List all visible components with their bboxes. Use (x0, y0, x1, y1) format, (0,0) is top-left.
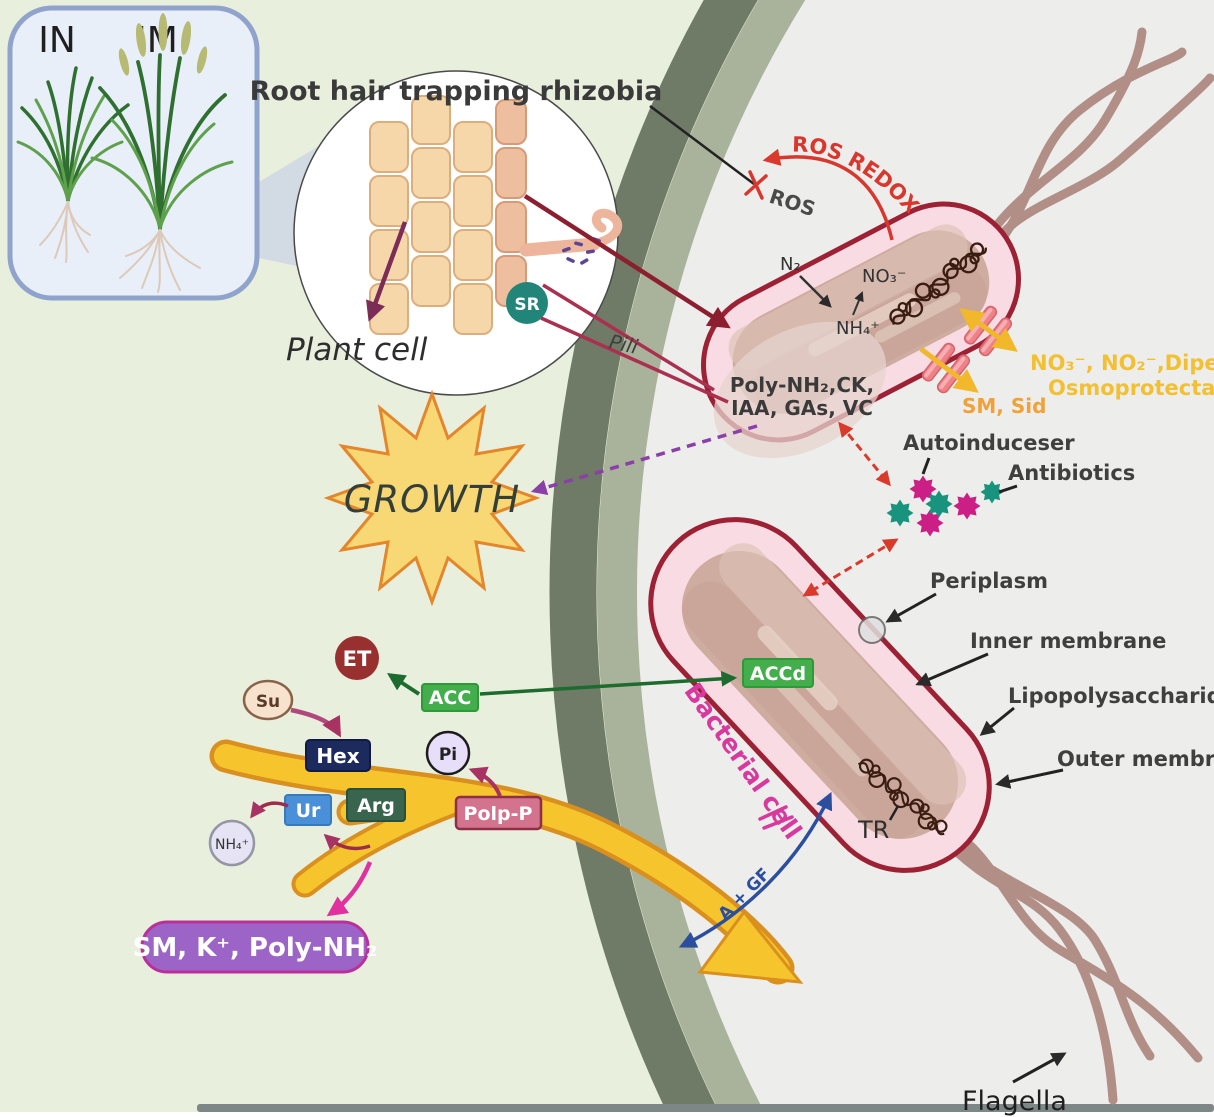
bacterium1-contents-line2: IAA, GAs, VC (731, 396, 873, 420)
growth-signal-dashed-arrow (530, 424, 758, 496)
bacterium1-contents-line1: Poly-NH₂,CK, (730, 373, 874, 397)
sr-label: SR (514, 295, 539, 315)
su-to-hex-arrow (290, 707, 341, 738)
transport-arrow-bidirectional (959, 308, 1018, 352)
outer-membrane-label: Outer membrane (1057, 747, 1214, 771)
a-gf-arrow (678, 791, 833, 948)
et-badge (335, 636, 379, 680)
acc-to-accd-arrow (479, 670, 738, 696)
su-label: Su (256, 692, 280, 712)
tr-tick (888, 805, 900, 821)
acc-to-et-arrow (386, 673, 421, 696)
flagella-arrow (1012, 1052, 1067, 1084)
inner-membrane-label: Inner membrane (970, 629, 1166, 653)
pili-line-1 (542, 283, 715, 392)
periplasm-arrow (885, 592, 937, 623)
nh4-badge (208, 819, 256, 867)
bottom-bar (197, 1104, 1214, 1112)
root-hair-stalk (519, 237, 601, 257)
periplasm-label: Periplasm (930, 569, 1048, 593)
hex-box (305, 739, 371, 772)
acc-label: ACC (429, 687, 472, 709)
autoinducer-molecule (953, 492, 981, 520)
antibiotics-tick (998, 484, 1018, 494)
root-hair-curl (587, 208, 623, 249)
tr-label: TR (857, 816, 889, 844)
bacterium-2 (648, 517, 992, 873)
no3-label: NO₃⁻ (862, 266, 906, 287)
rhizobia-to-bacterium-arrow (523, 194, 731, 329)
root-to-sm-arrow (326, 861, 373, 917)
flagella-lower (935, 823, 1203, 1105)
arg-box (346, 788, 406, 822)
plant-im-illustration (90, 13, 234, 293)
cell-wall-outer-band (597, 0, 806, 1117)
su-badge (242, 679, 294, 721)
ur-box (284, 794, 332, 826)
antibiotics-label: Antibiotics (1008, 461, 1135, 485)
plant-in-illustration (16, 66, 130, 263)
n2-arrow (799, 275, 832, 308)
ros-blocked-x (744, 170, 768, 200)
signal-dashed-arrow-2 (802, 538, 899, 597)
arg-to-ur-arrow (323, 833, 371, 851)
nh4-to-no3-arrow (852, 291, 864, 316)
transport-arrow-export (919, 347, 979, 393)
sm-sid-label: SM, Sid (962, 394, 1046, 418)
sm-k-poly-label: SM, K⁺, Poly-NH₂ (133, 933, 378, 963)
acc-box (421, 683, 479, 712)
plant-cell-arrow (366, 221, 408, 322)
flagella-upper (973, 27, 1214, 263)
cell-wall-inner-band (549, 0, 759, 1117)
polp-box (454, 795, 543, 831)
periplasm-pore (858, 616, 886, 644)
inset-title: Root hair trapping rhizobia (250, 76, 663, 107)
plant-in-label: IN (38, 20, 76, 61)
accd-label: ACCd (750, 663, 806, 685)
pili-label: Pili (607, 329, 641, 359)
bottom-margin (0, 1112, 1214, 1117)
antibiotic-molecule (925, 490, 953, 518)
transport-label-line1: NO₃⁻, NO₂⁻,Dipeptide, (1030, 351, 1214, 375)
n2-label: N₂ (780, 254, 801, 275)
sr-badge (506, 282, 548, 324)
arg-label: Arg (357, 795, 395, 817)
outer-membrane-arrow (995, 768, 1064, 789)
lps-label: Lipopolysaccharide (1008, 684, 1214, 708)
pi-badge (425, 730, 471, 776)
polp-to-pi-arrow (468, 766, 502, 797)
hex-label: Hex (316, 744, 359, 768)
transport-label-line2: Osmoprotectant (1048, 376, 1214, 400)
lps-arrow (979, 706, 1015, 736)
sm-k-poly-pill (140, 920, 370, 974)
plant-comparison-panel (7, 5, 260, 301)
ur-to-nh4-arrow (250, 801, 289, 819)
plant-cell-label: Plant cell (286, 332, 428, 368)
ros-pointer-line (649, 105, 755, 185)
polp-label: Polp-P (464, 803, 533, 825)
flagella-label: Flagella (962, 1086, 1067, 1117)
pili-line-2 (540, 316, 729, 404)
inner-membrane-arrow (915, 652, 989, 687)
nh4-free-label: NH₄⁺ (215, 837, 249, 853)
pi-label: Pi (439, 745, 457, 765)
ur-label: Ur (296, 800, 321, 822)
growth-starburst (323, 389, 541, 607)
antibiotic-molecule (886, 499, 914, 527)
et-label: ET (343, 647, 372, 671)
autoinducers-tick (921, 457, 931, 475)
ros-redox-arc (762, 148, 894, 241)
autoinducers-label: Autoinduceser (903, 431, 1075, 455)
seed-heads (118, 13, 208, 76)
accd-box (742, 658, 814, 688)
nh4-label: NH₄⁺ (836, 318, 880, 339)
plant-cell-grid (369, 95, 527, 335)
growth-label: GROWTH (344, 478, 521, 521)
